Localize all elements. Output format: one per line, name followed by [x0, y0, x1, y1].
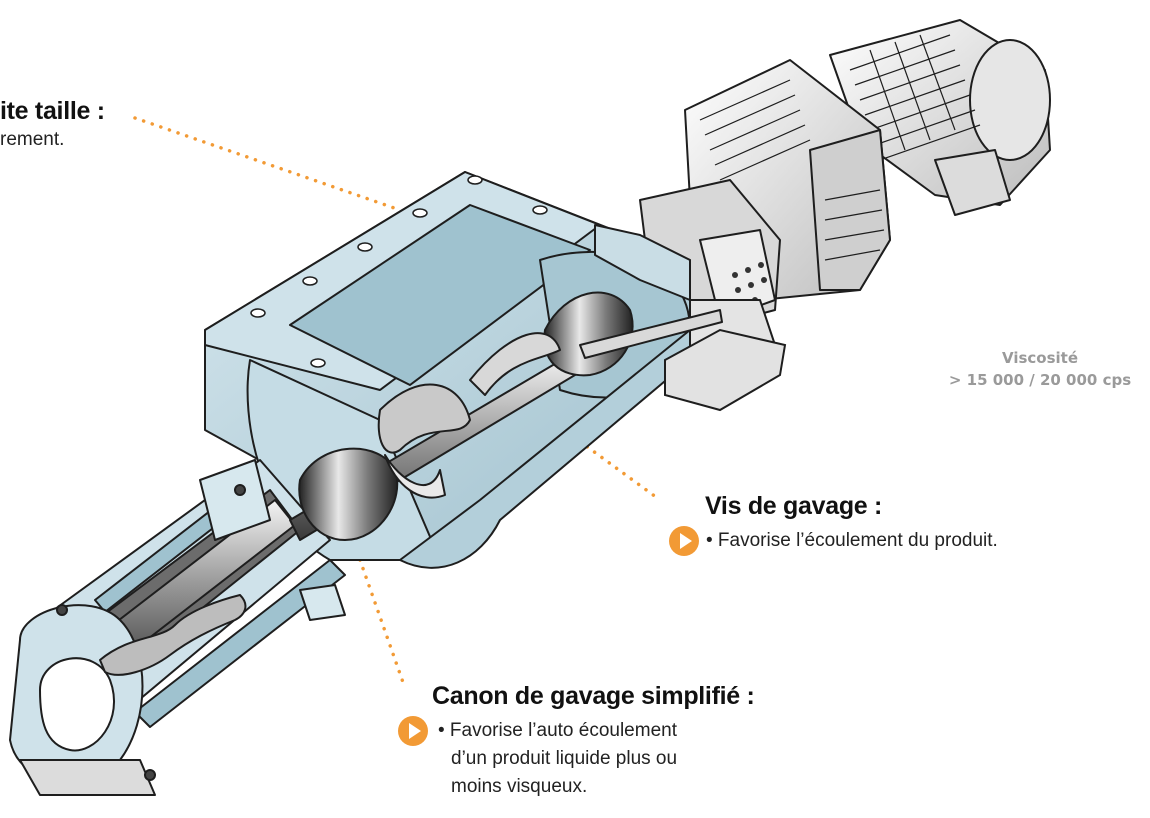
viscosity-label: Viscosité	[1001, 349, 1079, 367]
callout-vis-text: • Favorise l’écoulement du produit.	[706, 530, 998, 551]
play-bullet-icon	[398, 716, 428, 746]
callout-top-text: rement.	[0, 129, 65, 150]
callout-canon-line3: moins visqueux.	[451, 776, 588, 797]
callout-top-title: ite taille :	[0, 97, 105, 125]
callout-canon-line2: d’un produit liquide plus ou	[451, 748, 678, 769]
motor	[639, 19, 1051, 391]
callout-canon-line1: • Favorise l’auto écoulement	[438, 720, 677, 741]
play-bullet-icon	[669, 526, 699, 556]
leader-canon	[358, 558, 407, 690]
viscosity-block: Viscosité > 15 000 / 20 000 cps	[935, 347, 1145, 391]
gear-foot	[664, 328, 787, 412]
callout-canon-title: Canon de gavage simplifié :	[432, 682, 755, 710]
callout-vis-title: Vis de gavage :	[705, 492, 883, 520]
leader-top	[133, 116, 402, 212]
viscosity-value: > 15 000 / 20 000 cps	[948, 371, 1132, 389]
feed-screw	[99, 291, 723, 676]
